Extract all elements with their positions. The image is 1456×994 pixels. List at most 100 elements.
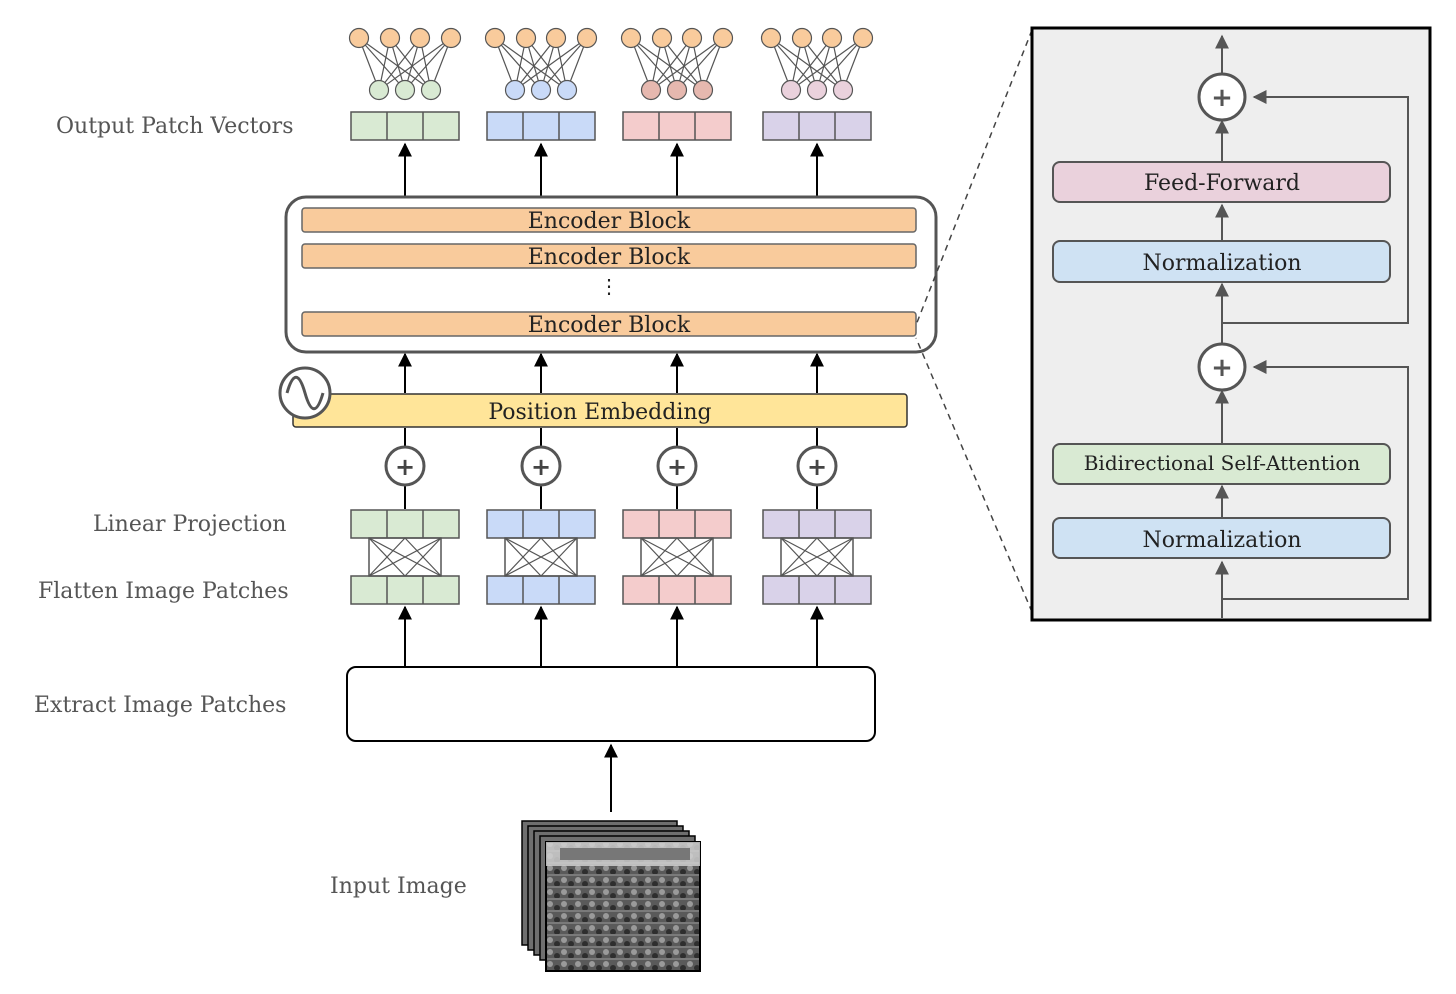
normalization-top-label: Normalization — [1142, 251, 1301, 276]
hidden-node — [394, 79, 416, 101]
head-connection — [650, 37, 693, 91]
output-patch-vector-4 — [762, 111, 872, 141]
hidden-node — [640, 79, 662, 101]
output-patch-vectors-label: Output Patch Vectors — [56, 114, 294, 139]
flattened-patch-vector-4 — [762, 575, 872, 605]
self-attention-label: Bidirectional Self-Attention — [1084, 451, 1361, 475]
hidden-node — [666, 79, 688, 101]
flattened-patch-vector-3 — [622, 575, 732, 605]
normalization-block-top — [1052, 240, 1391, 283]
output-node — [484, 27, 506, 49]
normalization-bottom-label: Normalization — [1142, 528, 1301, 553]
output-node — [545, 27, 567, 49]
residual-add-bottom — [1197, 342, 1247, 392]
projection-weight-line — [640, 537, 678, 577]
encoder-block-2 — [301, 243, 917, 269]
encoder-ellipsis: ⋮ — [599, 274, 619, 298]
projection-weight-line — [540, 537, 578, 577]
add-node-symbol-2: + — [531, 453, 551, 481]
head-connection — [514, 37, 588, 91]
output-node — [515, 27, 537, 49]
output-node — [651, 27, 673, 49]
projection-weight-line — [504, 537, 542, 577]
output-node — [681, 27, 703, 49]
output-node — [348, 27, 370, 49]
output-patch-vector-3 — [622, 111, 732, 141]
output-node — [821, 27, 843, 49]
head-connection — [514, 37, 557, 91]
hidden-node — [780, 79, 802, 101]
residual-connection-2 — [1222, 90, 1409, 324]
hidden-node — [368, 79, 390, 101]
head-connection — [389, 37, 432, 91]
extract-image-patches-label: Extract Image Patches — [34, 693, 286, 718]
position-embedding-label: Position Embedding — [488, 400, 711, 425]
hidden-node — [832, 79, 854, 101]
head-connection — [676, 37, 724, 91]
head-connection — [494, 37, 542, 91]
residual-add-top-symbol: + — [1211, 83, 1233, 113]
projection-weight-line — [676, 537, 714, 577]
head-connection — [630, 37, 678, 91]
add-node-1 — [384, 445, 426, 487]
zoom-guide-bottom — [915, 337, 1033, 613]
add-node-symbol-3: + — [667, 453, 687, 481]
hidden-node — [420, 79, 442, 101]
flattened-patch-vector-2 — [486, 575, 596, 605]
output-node — [409, 27, 431, 49]
head-connection — [358, 37, 406, 91]
projection-weight-line — [780, 537, 854, 577]
feed-forward-label: Feed-Forward — [1144, 171, 1300, 196]
head-connection — [790, 37, 833, 91]
head-connection — [378, 37, 452, 91]
input-image-label: Input Image — [330, 874, 467, 899]
head-connection — [790, 37, 864, 91]
projection-weight-line — [640, 537, 714, 577]
output-node — [576, 27, 598, 49]
head-connection — [630, 37, 704, 91]
linear-projection-vector-1 — [350, 509, 460, 539]
self-attention-block — [1052, 443, 1391, 485]
linear-projection-vector-2 — [486, 509, 596, 539]
output-patch-vector-2 — [486, 111, 596, 141]
projection-weight-line — [780, 537, 818, 577]
add-node-3 — [656, 445, 698, 487]
add-node-2 — [520, 445, 562, 487]
output-node — [712, 27, 734, 49]
flatten-image-patches-label: Flatten Image Patches — [38, 579, 289, 604]
projection-weight-line — [368, 537, 442, 577]
residual-connection-1 — [1222, 360, 1409, 600]
head-connection — [816, 37, 864, 91]
add-node-symbol-4: + — [807, 453, 827, 481]
output-node — [620, 27, 642, 49]
output-node — [379, 27, 401, 49]
hidden-node — [806, 79, 828, 101]
encoder-block-2-label: Encoder Block — [528, 245, 691, 270]
head-connection — [404, 37, 452, 91]
projection-weight-line — [504, 537, 578, 577]
projection-weight-line — [404, 537, 442, 577]
encoder-block-1 — [301, 207, 917, 233]
residual-add-bottom-symbol: + — [1211, 353, 1233, 383]
zoom-guide-top — [915, 29, 1033, 326]
linear-projection-vector-3 — [622, 509, 732, 539]
residual-add-top — [1197, 72, 1247, 122]
feed-forward-block — [1052, 161, 1391, 203]
patch-columns: ++++ — [348, 27, 874, 732]
output-patch-vector-1 — [350, 111, 460, 141]
encoder-block-3 — [301, 311, 917, 337]
projection-weight-line — [368, 537, 406, 577]
output-node — [791, 27, 813, 49]
output-node — [760, 27, 782, 49]
normalization-block-bottom — [1052, 517, 1391, 559]
projection-weight-line — [816, 537, 854, 577]
flattened-patch-vector-1 — [350, 575, 460, 605]
head-connection — [358, 37, 432, 91]
hidden-node — [530, 79, 552, 101]
head-connection — [801, 37, 844, 91]
input-image-stack — [521, 820, 701, 972]
head-connection — [661, 37, 704, 91]
sine-wave-icon — [278, 366, 332, 420]
encoder-block-3-label: Encoder Block — [528, 313, 691, 338]
